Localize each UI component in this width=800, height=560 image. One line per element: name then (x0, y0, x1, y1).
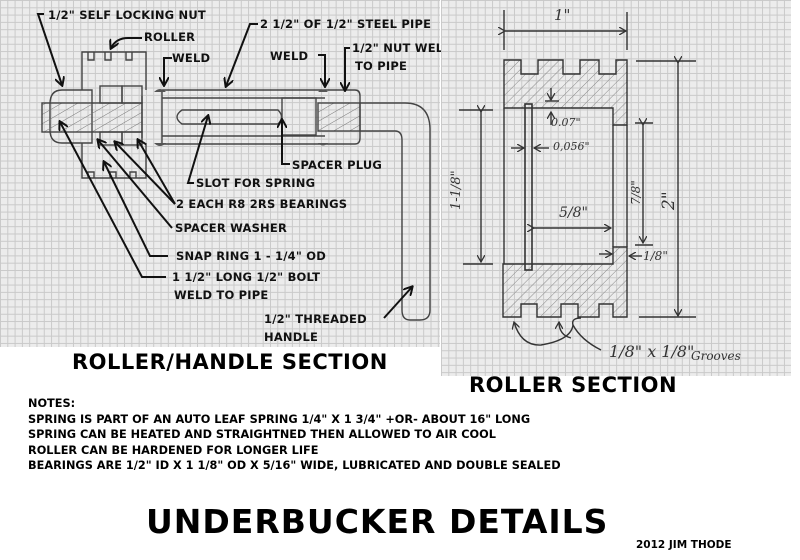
leader-bearings-1 (138, 140, 176, 205)
notes-block: Notes: Spring is part of an auto leaf sp… (28, 396, 561, 474)
label-weld-left: Weld (172, 51, 211, 65)
note-line: Roller can be hardened for longer life (28, 443, 319, 457)
spring-slot-section (524, 103, 533, 271)
note-line: Bearings are 1/2" ID x 1 1/8" OD x 5/16"… (28, 459, 561, 472)
label-weld-right: Weld (270, 49, 309, 63)
leader-spacer-plug (282, 120, 290, 165)
roller-section-title: Roller Section (469, 373, 678, 397)
page-title: Underbucker Details (146, 502, 609, 541)
roller-handle-section-title: Roller/Handle Section (72, 350, 388, 374)
bearing-2 (121, 85, 143, 104)
note-line: Spring is part of an auto leaf spring 1/… (28, 412, 531, 426)
label-bolt-1: 1 1/2" Long 1/2" Bolt (172, 270, 321, 284)
weld-bead (154, 89, 166, 92)
notes-heading: Notes: (28, 397, 76, 410)
weld-bead (318, 89, 328, 92)
leader-slot (186, 116, 208, 184)
leader-lock-nut (36, 13, 62, 85)
author-credit: 2012 Jim Thode (636, 539, 732, 551)
weld-bead (318, 143, 328, 146)
label-snap-ring: Snap Ring 1 - 1/4" OD (176, 249, 326, 263)
label-nut-welded-2: to Pipe (355, 59, 408, 73)
leader-bearings-2 (115, 142, 176, 205)
dim-overall-height: 2" (659, 191, 679, 210)
roller-bottom (81, 143, 147, 179)
spacer-plug-shape (281, 97, 317, 136)
dim-lip: 0.07" (551, 116, 581, 129)
spring-slot (176, 109, 283, 125)
dim-grooves: 1/8" x 1/8" (609, 342, 695, 361)
weld-bead (154, 143, 166, 146)
leader-handle (383, 287, 412, 319)
roller-section-drawing-panel: 1" 0.07" 0,056" 1-1/8" 7/8" 2" 5/8" 1/8"… (441, 0, 791, 376)
leader-weld-right (318, 54, 325, 86)
roller-section-drawing (459, 10, 696, 351)
dim-bore-height: 7/8" (629, 180, 643, 205)
label-slot-for-spring: Slot for Spring (196, 176, 316, 190)
threaded-handle (360, 102, 431, 321)
roller-handle-drawing-panel: 1/2" Self Locking Nut Roller Weld 2 1/2"… (0, 0, 471, 347)
dim-grooves-word: Grooves (691, 349, 741, 363)
groove-leader (514, 322, 602, 351)
bearing-1 (99, 85, 123, 104)
dim-bore-width: 5/8" (559, 205, 588, 221)
leader-weld-left (164, 57, 172, 85)
note-line: Spring can be heated and straightned the… (28, 428, 496, 441)
bolt (41, 102, 143, 133)
dim-width: 1" (554, 6, 571, 24)
label-bolt-2: Weld to Pipe (174, 288, 269, 302)
dim-step: 1/8" (643, 249, 668, 263)
roller-top (81, 51, 147, 90)
dim-inner-height: 1-1/8" (449, 170, 464, 210)
dim-slot: 0,056" (553, 140, 590, 153)
label-spacer-washer: Spacer Washer (175, 221, 287, 235)
label-nut-welded-1: 1/2" Nut Welded (352, 41, 471, 55)
leader-spacer-washer (98, 140, 173, 229)
leader-snap-ring (104, 162, 168, 257)
leader-roller (111, 37, 142, 48)
roller-handle-drawing (36, 13, 431, 321)
label-self-locking-nut: 1/2" Self Locking Nut (48, 8, 206, 22)
label-spacer-plug: Spacer Plug (292, 158, 383, 172)
leader-nut-welded (345, 47, 350, 90)
label-steel-pipe: 2 1/2" of 1/2" Steel Pipe (260, 17, 432, 31)
pipe (141, 89, 325, 145)
welded-nut (317, 102, 361, 132)
leader-bolt (60, 122, 166, 278)
label-bearings: 2 each R8 2RS Bearings (176, 197, 348, 211)
label-handle-2: Handle (264, 330, 319, 344)
roller-bottom-section (502, 246, 628, 318)
leader-pipe (226, 23, 258, 86)
label-roller: Roller (144, 30, 196, 44)
label-handle-1: 1/2" Threaded (264, 312, 367, 326)
